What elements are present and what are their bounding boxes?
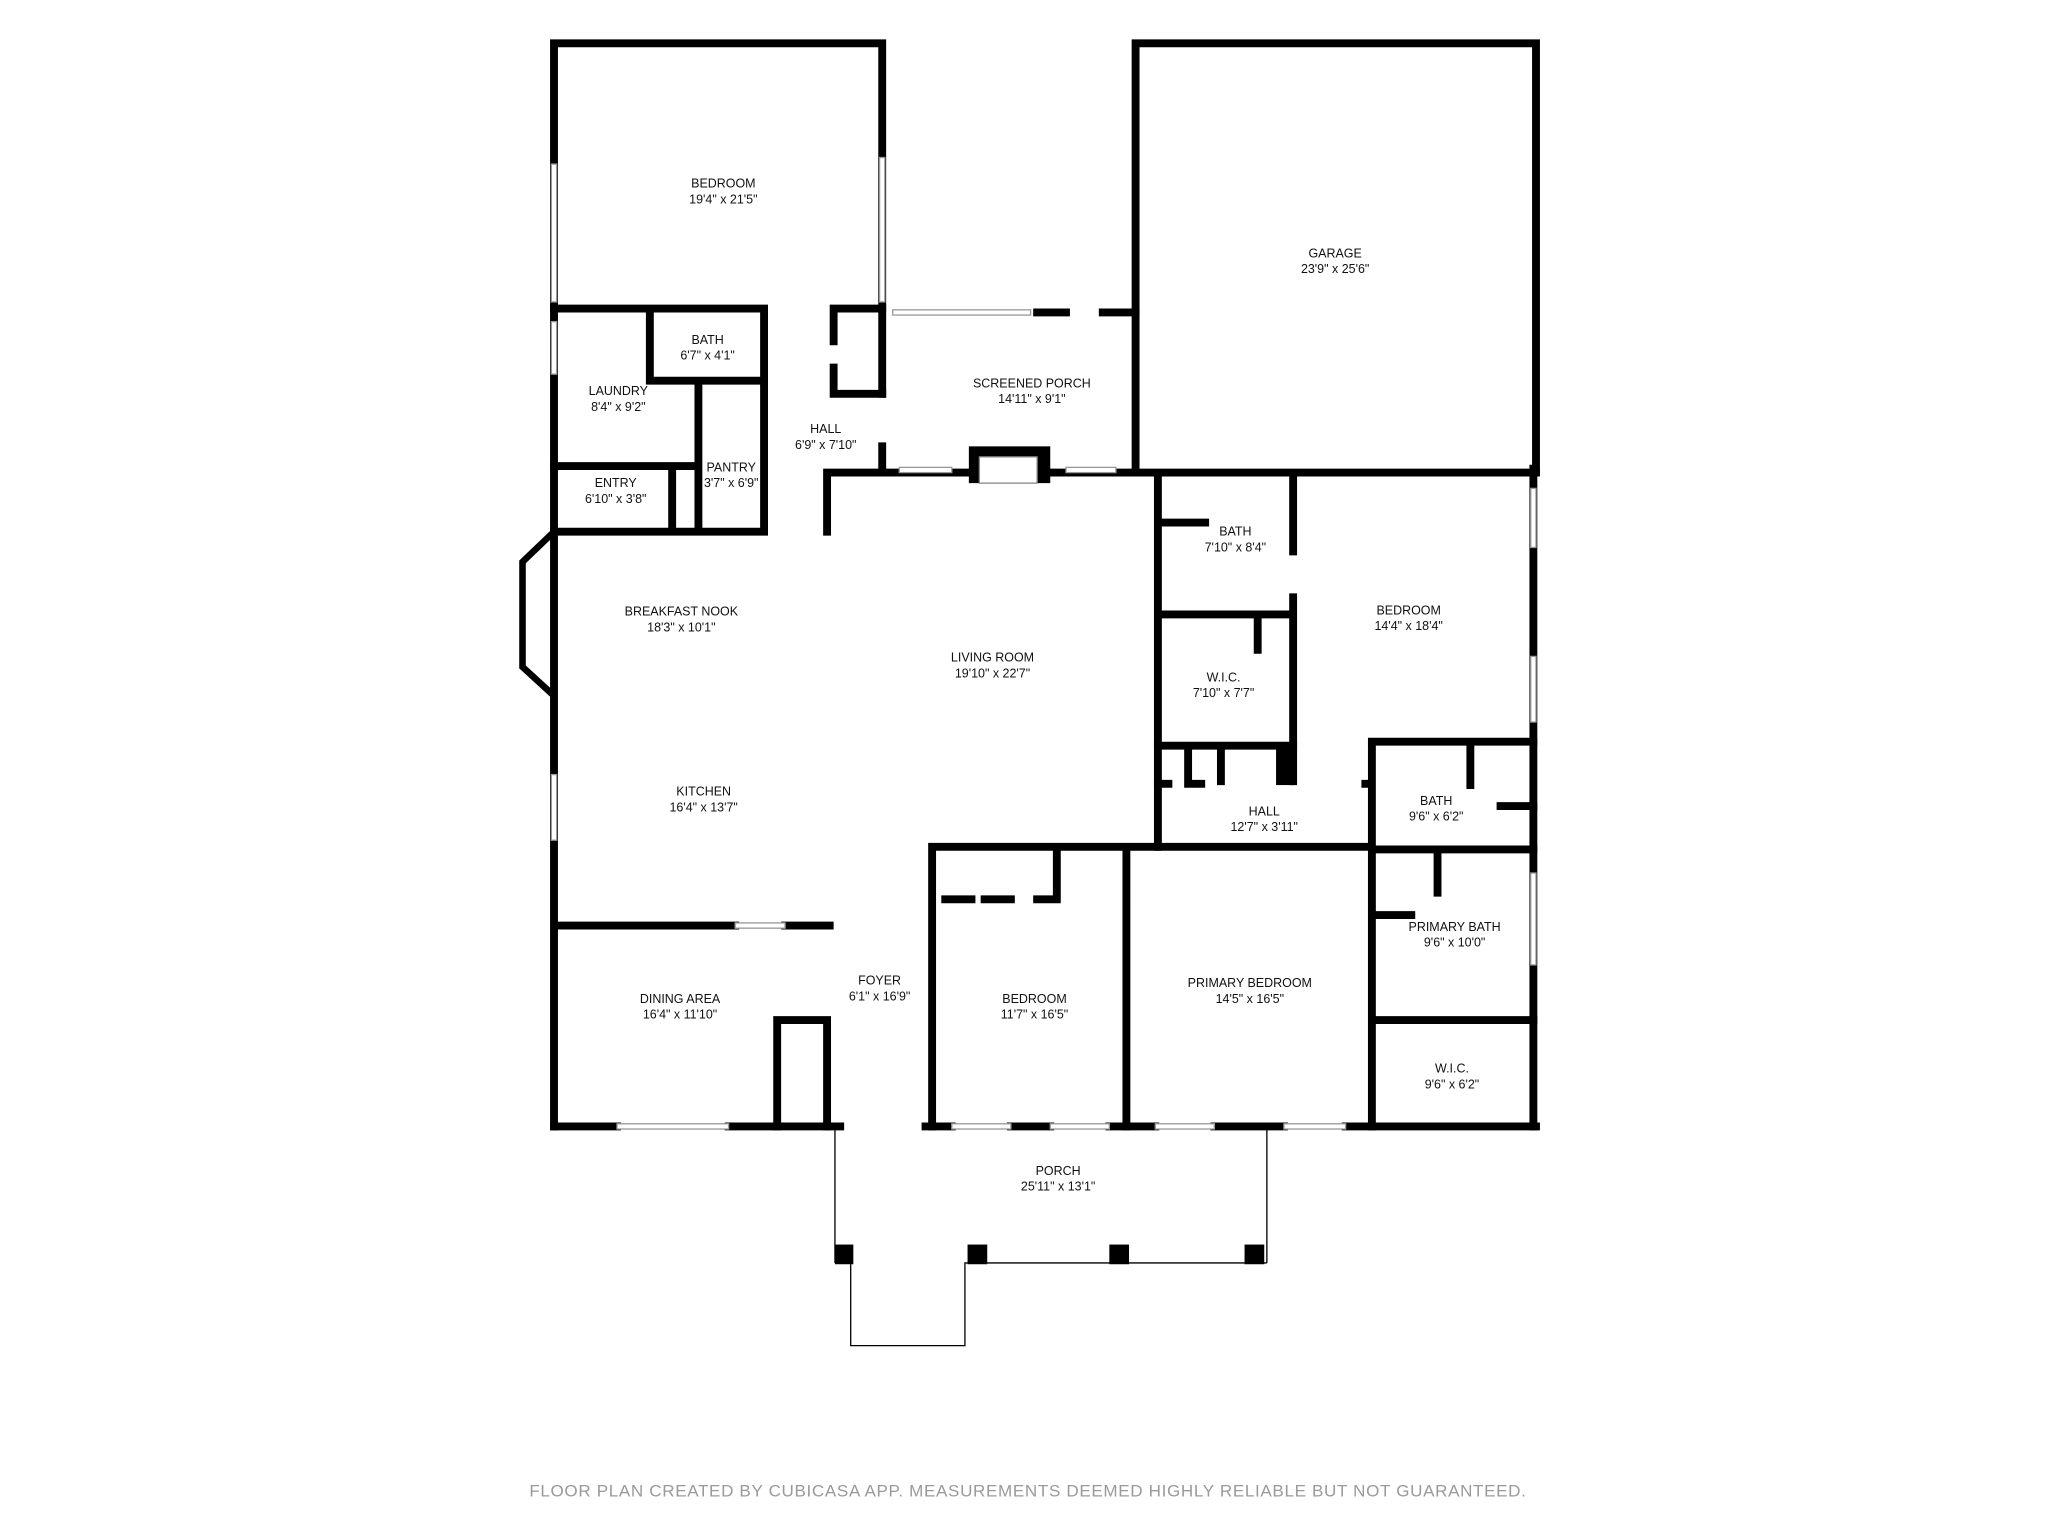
room-label: HALL [1249, 804, 1280, 818]
room-label: W.I.C. [1207, 670, 1241, 684]
room-label: KITCHEN [676, 785, 731, 799]
room-label: SCREENED PORCH [973, 376, 1091, 390]
room-label: BREAKFAST NOOK [625, 605, 739, 619]
room-label: PANTRY [707, 460, 757, 474]
room-label: BATH [1219, 525, 1251, 539]
room-label: PORCH [1036, 1164, 1081, 1178]
footer-disclaimer: FLOOR PLAN CREATED BY CUBICASA APP. MEAS… [529, 1482, 1526, 1501]
room-dims: 14'11" x 9'1" [998, 392, 1065, 406]
room-dims: 23'9" x 25'6" [1301, 262, 1369, 276]
room-label: ENTRY [595, 476, 638, 490]
room-label: BEDROOM [691, 177, 755, 191]
room-label: BEDROOM [1376, 603, 1440, 617]
room-dims: 18'3" x 10'1" [647, 620, 715, 634]
room-label: PRIMARY BATH [1409, 920, 1501, 934]
porch-outline [834, 1129, 1268, 1347]
room-label: HALL [810, 422, 841, 436]
room-dims: 7'10" x 8'4" [1205, 540, 1266, 554]
room-label: DINING AREA [640, 992, 721, 1006]
room-label: GARAGE [1308, 246, 1361, 260]
room-label: LAUNDRY [589, 384, 649, 398]
room-dims: 11'7" x 16'5" [1001, 1008, 1068, 1022]
room-dims: 8'4" x 9'2" [591, 400, 646, 414]
room-dims: 14'4" x 18'4" [1374, 619, 1442, 633]
room-dims: 6'7" x 4'1" [680, 349, 735, 363]
room-label: BATH [691, 333, 723, 347]
room-dims: 12'7" x 3'11" [1231, 820, 1298, 834]
room-dims: 6'9" x 7'10" [795, 438, 856, 452]
room-label: PRIMARY BEDROOM [1188, 976, 1312, 990]
room-dims: 9'6" x 6'2" [1409, 810, 1464, 824]
room-label: BEDROOM [1002, 992, 1066, 1006]
room-dims: 6'1" x 16'9" [849, 989, 910, 1003]
room-dims: 25'11" x 13'1" [1021, 1180, 1095, 1194]
room-label: LIVING ROOM [951, 651, 1034, 665]
room-dims: 19'10" x 22'7" [955, 666, 1030, 680]
room-dims: 14'5" x 16'5" [1216, 992, 1284, 1006]
windows [550, 156, 1537, 1130]
room-label: FOYER [858, 974, 901, 988]
walls [519, 39, 1540, 1131]
room-dims: 3'7" x 6'9" [704, 476, 759, 490]
room-dims: 16'4" x 11'10" [643, 1008, 717, 1022]
room-dims: 16'4" x 13'7" [669, 800, 737, 814]
room-label: BATH [1420, 794, 1452, 808]
room-dims: 7'10" x 7'7" [1193, 686, 1254, 700]
room-label: W.I.C. [1435, 1062, 1469, 1076]
room-labels: BEDROOM 19'4" x 21'5" GARAGE 23'9" x 25'… [585, 177, 1501, 1194]
room-dims: 6'10" x 3'8" [585, 492, 646, 506]
room-dims: 9'6" x 10'0" [1424, 936, 1485, 950]
room-dims: 9'6" x 6'2" [1425, 1077, 1480, 1091]
room-dims: 19'4" x 21'5" [689, 192, 757, 206]
